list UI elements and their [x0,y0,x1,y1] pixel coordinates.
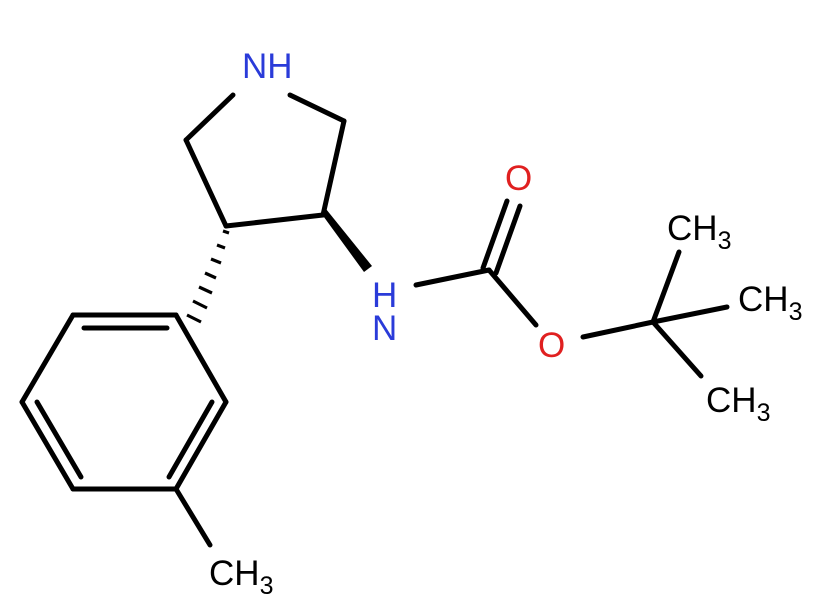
bond-ring-c3-c4 [223,212,326,229]
bond-benzene-3-inner [34,399,84,480]
bond-carbonyl-double-1 [480,198,510,271]
bond-carbonyl-c-ester-o [486,267,539,328]
aryl-methyl-label: CH3 [209,554,273,600]
bond-ring-c4-c5 [320,118,347,218]
bond-benzene-6 [173,312,229,405]
bond-tbutyl-mid [650,304,730,325]
bond-aryl-methyl [173,486,213,548]
bond-ring-n-c2 [183,92,236,143]
bond-carbonyl-double-2 [493,203,523,276]
bond-benzene-2 [19,312,76,405]
methyl-bottom-label: CH3 [706,381,770,427]
bond-ester-o-tbutyl [580,319,656,340]
amide-nh-label: H [372,276,397,315]
amide-nh-n-label: N [372,309,397,348]
methyl-mid-label: CH3 [738,280,802,326]
bond-benzene-5-inner [166,399,215,480]
methyl-top-label: CH3 [667,209,731,255]
bond-benzene-5 [173,399,229,492]
ester-o-label: O [538,326,565,365]
bond-tbutyl-top [650,249,682,325]
carbonyl-o-label: O [505,159,532,198]
hashed-wedge-aryl [186,229,230,324]
bond-benzene-3 [19,399,76,492]
bond-tbutyl-bottom [650,319,704,379]
wedge-bond-amide [321,209,372,272]
ring-nh-label: NH [242,47,293,86]
bond-nh-carbonyl-c [413,267,492,288]
bond-ring-c2-c3 [183,137,229,229]
bond-ring-c5-n [287,92,347,124]
